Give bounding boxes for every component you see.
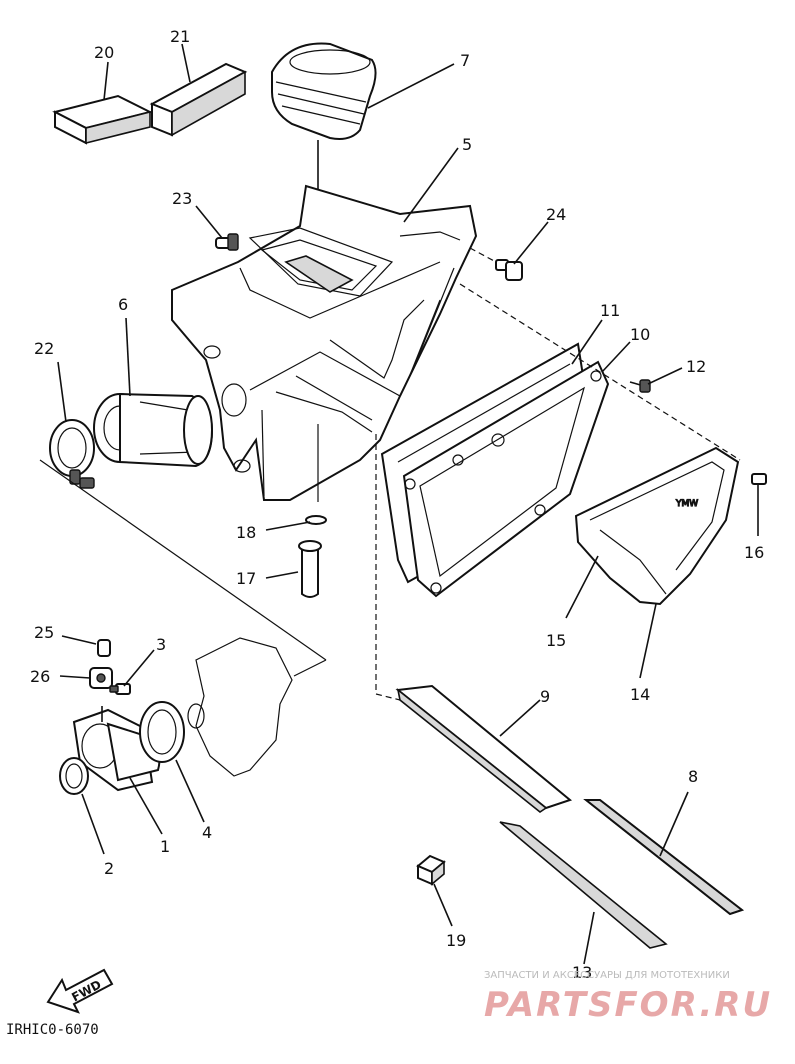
part-4-clamp	[139, 701, 185, 763]
label-24: 24	[546, 205, 566, 224]
label-6: 6	[118, 295, 128, 314]
label-22: 22	[34, 339, 54, 358]
part-16-screw	[751, 473, 767, 536]
part-10-frame	[402, 360, 610, 598]
drawing-code: IRHIC0-6070	[6, 1022, 99, 1038]
label-17: 17	[236, 569, 256, 588]
part-14-side-cover: YMW	[574, 446, 740, 606]
label-3: 3	[156, 635, 166, 654]
part-2-o-ring	[59, 757, 89, 795]
part-21-foam-block	[149, 62, 248, 137]
label-5: 5	[462, 135, 472, 154]
label-21: 21	[170, 27, 190, 46]
part-23-screw	[215, 233, 239, 251]
part-12-screw	[629, 379, 651, 393]
watermark: ЗАПЧАСТИ И АКСЕССУАРЫ ДЛЯ МОТОТЕХНИКИ PA…	[484, 970, 772, 1025]
part-24-bolt	[469, 247, 523, 281]
label-7: 7	[460, 51, 470, 70]
watermark-brand: PARTSFOR.RU	[484, 985, 772, 1025]
label-20: 20	[94, 43, 114, 62]
label-25: 25	[34, 623, 54, 642]
part-9-filter-element	[395, 684, 573, 813]
part-6-intake-joint	[93, 392, 214, 468]
label-23: 23	[172, 189, 192, 208]
label-4: 4	[202, 823, 212, 842]
label-1: 1	[160, 837, 170, 856]
part-5-airbox	[171, 184, 478, 502]
part-3-screw	[109, 683, 131, 695]
label-14: 14	[630, 685, 650, 704]
part-8-filter-screen	[583, 799, 745, 916]
part-25-collar	[97, 639, 111, 657]
part-19-block	[416, 854, 446, 886]
label-9: 9	[540, 687, 550, 706]
carburetor-outline	[187, 637, 293, 777]
leader-lines	[57, 43, 689, 965]
label-11: 11	[600, 301, 620, 320]
label-10: 10	[630, 325, 650, 344]
guide-lines	[39, 283, 741, 701]
part-20-foam-block	[52, 94, 153, 145]
svg-text:YMW: YMW	[675, 499, 698, 509]
part-22-clamp	[49, 419, 95, 489]
label-8: 8	[688, 767, 698, 786]
label-19: 19	[446, 931, 466, 950]
part-17-drain-tube	[298, 540, 322, 598]
label-18: 18	[236, 523, 256, 542]
label-15: 15	[546, 631, 566, 650]
watermark-tagline: ЗАПЧАСТИ И АКСЕССУАРЫ ДЛЯ МОТОТЕХНИКИ	[484, 970, 730, 981]
label-13: 13	[572, 963, 592, 982]
label-26: 26	[30, 667, 50, 686]
callout-labels: 20 21 7 5 23 24 6 22 11 10 12 16 18 17 1…	[30, 27, 764, 982]
label-12: 12	[686, 357, 706, 376]
part-18-grommet	[305, 515, 327, 525]
label-2: 2	[104, 859, 114, 878]
label-16: 16	[744, 543, 764, 562]
fwd-arrow-icon: FWD	[46, 968, 114, 1014]
part-13-filter-screen	[499, 821, 668, 949]
part-26-holder	[89, 667, 113, 689]
